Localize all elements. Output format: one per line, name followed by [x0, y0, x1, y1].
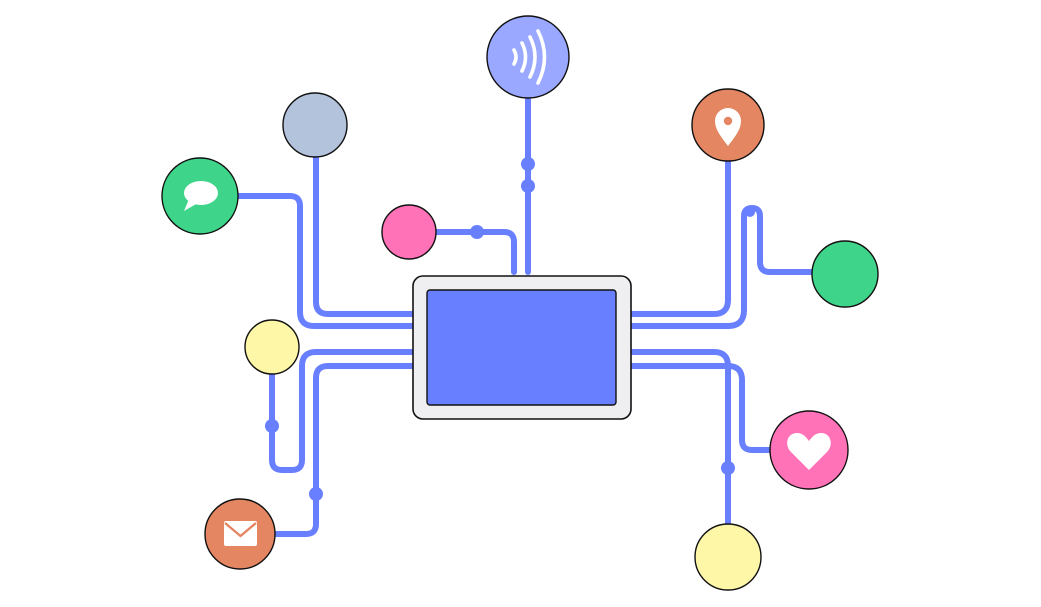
- envelope-icon: [224, 521, 257, 546]
- node-slate: [282, 92, 348, 158]
- node-mail: [204, 498, 276, 570]
- wire-heart: [629, 363, 773, 453]
- wire-slate: [313, 153, 415, 317]
- node-circle: [244, 319, 300, 375]
- node-circle: [811, 240, 879, 308]
- node-chat: [161, 157, 239, 235]
- node-circle: [381, 204, 437, 260]
- node-yellow-bottom: [694, 523, 762, 591]
- wire-location: [629, 157, 731, 317]
- junction-dot: [265, 419, 279, 433]
- node-yellow-left: [244, 319, 300, 375]
- junction-dot: [721, 461, 735, 475]
- wire-yellow-left: [269, 349, 415, 473]
- node-pink: [381, 204, 437, 260]
- central-hub: [412, 275, 632, 420]
- junction-dots: [265, 157, 755, 501]
- wire-pink: [433, 229, 517, 275]
- node-circle: [694, 523, 762, 591]
- wire-yellow-bottom: [629, 349, 731, 527]
- junction-dot: [521, 179, 535, 193]
- chat-bubble-icon: [184, 181, 218, 211]
- contactless-signal-icon: [512, 29, 547, 85]
- junction-dot: [745, 207, 755, 217]
- wire-green-right: [629, 205, 815, 329]
- connector-wires: [235, 93, 815, 537]
- heart-icon: [787, 433, 831, 470]
- node-green-right: [811, 240, 879, 308]
- location-pin-icon: [715, 108, 741, 146]
- node-heart: [769, 410, 849, 490]
- node-circle: [486, 15, 570, 99]
- junction-dot: [309, 487, 323, 501]
- junction-dot: [521, 157, 535, 171]
- node-circle: [282, 92, 348, 158]
- wire-chat: [235, 193, 415, 329]
- wire-mail: [273, 363, 415, 537]
- junction-dot: [470, 225, 484, 239]
- hub-screen: [426, 289, 617, 406]
- node-location: [691, 88, 765, 162]
- node-signal: [486, 15, 570, 99]
